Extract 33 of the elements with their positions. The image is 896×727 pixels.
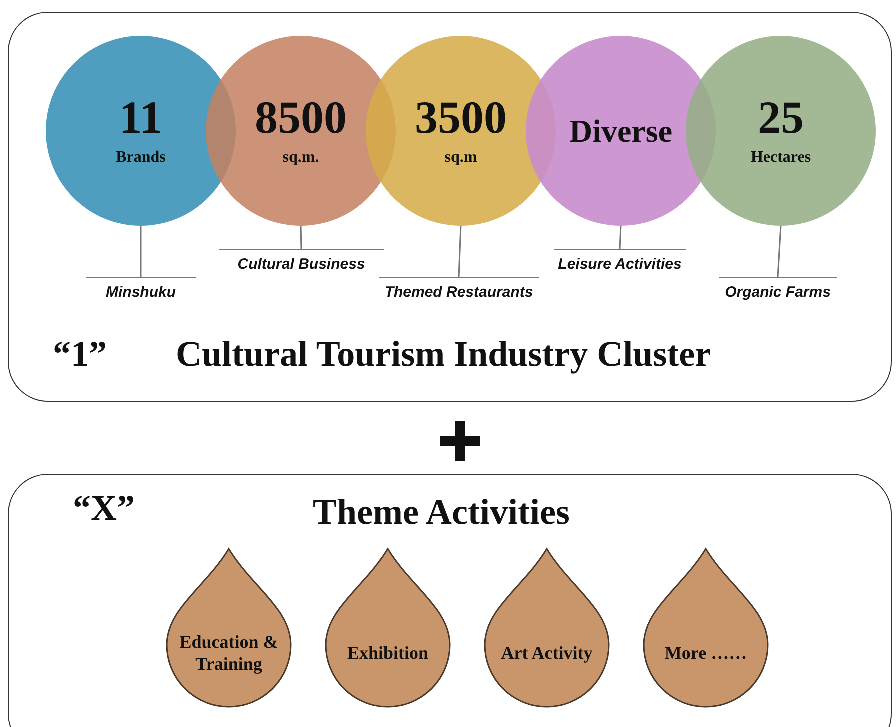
activity-label: More …… <box>664 642 748 665</box>
quote-label: “1” <box>53 333 107 375</box>
category-label: Leisure Activities <box>554 249 686 273</box>
panel-title: Cultural Tourism Industry Cluster <box>176 333 712 375</box>
drop-shape <box>641 547 771 709</box>
rounded-panel <box>8 474 892 727</box>
leader-line <box>619 226 622 250</box>
stat-value: 11 <box>119 95 163 141</box>
stat-value: 3500 <box>415 95 507 141</box>
drop-shape <box>164 547 294 709</box>
rounded-panel <box>8 12 892 402</box>
drop-shape <box>482 547 612 709</box>
activity-label: Art Activity <box>500 642 594 665</box>
category-label: Cultural Business <box>219 249 384 273</box>
stat-value: Diverse <box>569 112 673 150</box>
category-label: Minshuku <box>86 277 196 301</box>
leader-line <box>458 226 462 278</box>
quote-label: “X” <box>73 487 135 529</box>
stat-value: 25 <box>758 95 804 141</box>
stat-unit: Hectares <box>750 149 812 167</box>
panel-title: Theme Activities <box>313 491 570 533</box>
leader-line <box>777 226 782 278</box>
leader-line <box>140 226 142 277</box>
activity-label: Education & Training <box>178 630 280 676</box>
stat-unit: sq.m. <box>282 149 320 167</box>
stat-value: 8500 <box>255 95 347 141</box>
leader-line <box>300 226 302 250</box>
drop-shape <box>323 547 453 709</box>
activity-label: Exhibition <box>346 642 430 665</box>
category-label: Organic Farms <box>719 277 837 301</box>
stat-unit: sq.m <box>444 149 478 167</box>
stat-unit: Brands <box>116 149 166 167</box>
category-label: Themed Restaurants <box>379 277 539 301</box>
